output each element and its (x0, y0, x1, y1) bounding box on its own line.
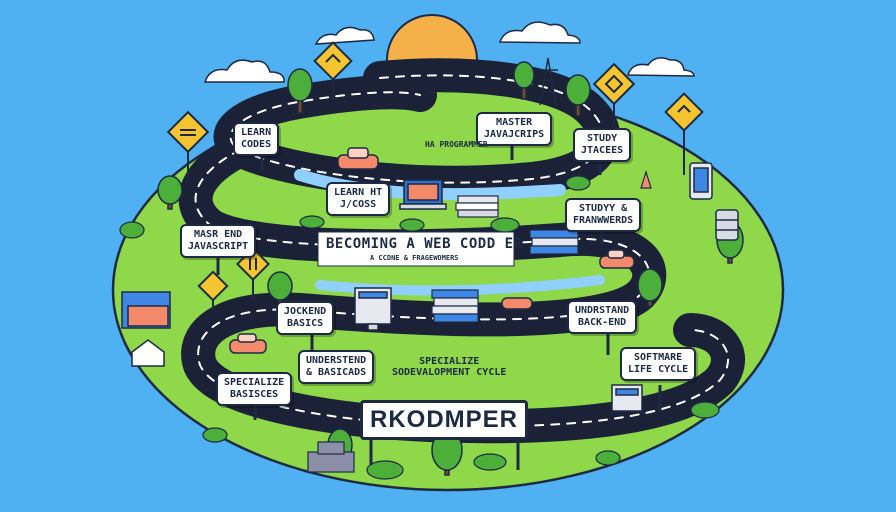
server-icon (715, 209, 739, 241)
rocks (307, 441, 355, 473)
car-left (229, 333, 267, 354)
sign-study-frameworks: STUDYY & FRANWWERDS (565, 198, 642, 232)
sign-understend-basicads: UNDERSTEND & BASICADS (298, 350, 375, 384)
warning-sign-left (166, 110, 210, 180)
sign-software-life-cycle: SOFTMARE LIFE CYCLE (620, 347, 697, 381)
monitor-icon (354, 287, 392, 331)
sign-learn-ht: LEARN HT J/COSS (326, 182, 391, 216)
label-specialize-cycle: SPECIALIZE SODEVALOPMENT CYCLE (392, 356, 507, 378)
car-mid-right (599, 249, 635, 269)
bushes (119, 175, 720, 480)
warning-sign-right-1 (592, 62, 636, 125)
cloud-right (498, 21, 581, 44)
warning-sign-mid-2 (197, 270, 229, 310)
folder-icon (121, 291, 171, 329)
house-icon (131, 339, 165, 367)
roadmap-sign: RKODMPER (360, 400, 528, 440)
sign-jockend-basics: JOCKEND BASICS (276, 301, 335, 335)
cloud-left (203, 59, 285, 83)
sign-specialize-basisces: SPECIALIZE BASISCES (216, 372, 293, 406)
cloud-center (314, 26, 375, 45)
sign-study-jtacees: STUDY JTACEES (573, 128, 632, 162)
label-ha-programmer: HA PROGRAMMER (425, 140, 488, 149)
page-subtitle: A CCDNE & FRAGEWOMERS (370, 254, 459, 262)
sign-master-end-javascript: MASR END JAVASCRIPT (180, 224, 257, 258)
power-tower (538, 57, 558, 106)
warning-sign-top (313, 41, 353, 100)
sign-master-javascript: MASTER JAVAJCRIPS (476, 112, 553, 146)
books-stack-lower (431, 289, 479, 323)
books-stack-blue (529, 229, 579, 255)
laptop-icon (399, 179, 447, 210)
warning-sign-right-2 (664, 92, 704, 175)
books-stack (455, 195, 499, 218)
sign-understand-backend: UNDRSTAND BACK-END (567, 300, 638, 334)
title-banner (317, 231, 515, 267)
monitor-right-icon (611, 384, 643, 412)
sign-learn-codes: LEARN CODES (233, 122, 280, 156)
car-mid (501, 297, 533, 310)
car-orange-top (337, 147, 379, 170)
page-title: BECOMING A WEB CODD ER (326, 236, 523, 252)
cloud-far-right (626, 57, 695, 77)
traffic-cone (640, 169, 652, 189)
phone-icon (689, 162, 713, 200)
